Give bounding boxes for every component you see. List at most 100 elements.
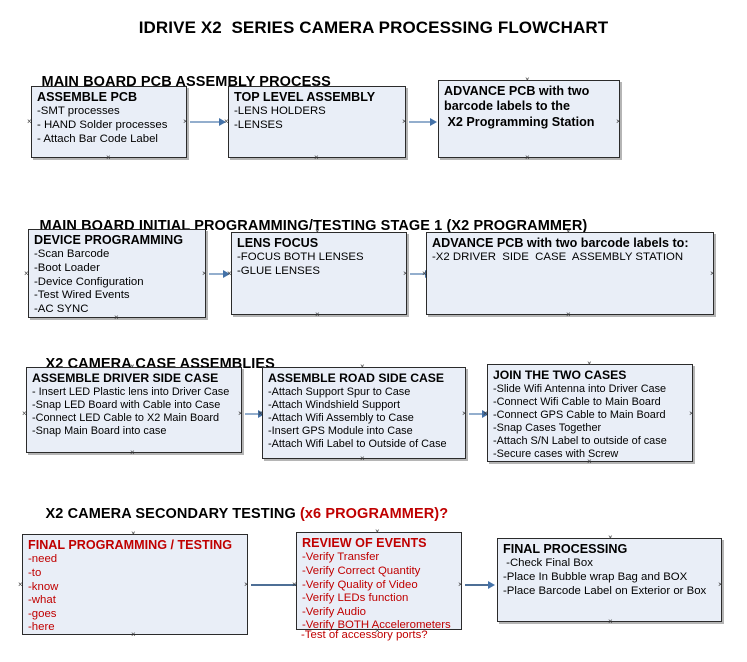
box-title: ASSEMBLE DRIVER SIDE CASE [32, 371, 219, 385]
box-review-of-events[interactable]: REVIEW OF EVENTS -Verify Transfer -Verif… [296, 532, 462, 632]
box-title: REVIEW OF EVENTS [302, 536, 427, 550]
box-assemble-pcb[interactable]: ASSEMBLE PCB -SMT processes - HAND Solde… [31, 86, 187, 158]
connection-handle-top[interactable] [114, 225, 119, 233]
connector-driver-side-to-road-side [245, 413, 260, 415]
box-line: -goes [28, 607, 57, 620]
connection-handle-bottom[interactable] [566, 311, 571, 319]
box-line: -LENSES [234, 118, 283, 131]
box-lens-focus[interactable]: LENS FOCUS -FOCUS BOTH LENSES -GLUE LENS… [231, 232, 407, 315]
box-title: LENS FOCUS [237, 236, 319, 250]
box-advance-pcb-to-x2-programming-station[interactable]: ADVANCE PCB with two barcode labels to t… [438, 80, 620, 158]
connection-handle-right[interactable] [244, 581, 249, 589]
connection-handle-right[interactable] [718, 581, 723, 589]
connector-arrowhead [488, 580, 495, 589]
box-final-programming-testing[interactable]: FINAL PROGRAMMING / TESTING -need -to -k… [22, 534, 248, 635]
box-line: -X2 DRIVER SIDE CASE ASSEMBLY STATION [432, 251, 684, 264]
connection-handle-top[interactable] [360, 363, 365, 371]
connector-review-of-events-to-final-processing [465, 584, 490, 586]
connection-handle-bottom[interactable] [587, 458, 592, 466]
connection-handle-top[interactable] [587, 360, 592, 368]
box-line: -Boot Loader [34, 261, 100, 274]
connection-handle-top[interactable] [314, 82, 319, 90]
connection-handle-left[interactable] [422, 270, 427, 278]
connection-handle-top[interactable] [106, 82, 111, 90]
connection-handle-left[interactable] [258, 410, 263, 418]
box-line: -Attach Windshield Support [268, 398, 400, 411]
connection-handle-bottom[interactable] [360, 455, 365, 463]
box-line: -Verify Transfer [302, 551, 380, 564]
connection-handle-right[interactable] [458, 581, 463, 589]
box-line: - Attach Bar Code Label [37, 132, 158, 145]
box-line: -here [28, 621, 55, 634]
connection-handle-top[interactable] [525, 76, 530, 84]
box-line: -know [28, 580, 59, 593]
box-line: -Verify LEDs function [302, 592, 409, 605]
box-title: JOIN THE TWO CASES [493, 368, 627, 382]
box-title: ADVANCE PCB with two [444, 84, 590, 98]
box-line: -what [28, 594, 56, 607]
box-top-level-assembly[interactable]: TOP LEVEL ASSEMBLY -LENS HOLDERS -LENSES [228, 86, 406, 158]
connection-handle-left[interactable] [227, 270, 232, 278]
connector-device-programming-to-lens-focus [209, 273, 225, 275]
box-assemble-road-side-case[interactable]: ASSEMBLE ROAD SIDE CASE -Attach Support … [262, 367, 466, 459]
box-line: -Place Barcode Label on Exterior or Box [503, 584, 707, 597]
connection-handle-bottom[interactable] [131, 631, 136, 639]
box-line: -need [28, 553, 58, 566]
connection-handle-bottom[interactable] [114, 314, 119, 322]
connector-arrowhead [430, 117, 437, 126]
box-final-processing[interactable]: FINAL PROCESSING -Check Final Box -Place… [497, 538, 722, 622]
box-line: -Place In Bubble wrap Bag and BOX [503, 570, 688, 583]
box-join-the-two-cases[interactable]: JOIN THE TWO CASES -Slide Wifi Antenna i… [487, 364, 693, 462]
connection-handle-bottom[interactable] [130, 449, 135, 457]
connection-handle-left[interactable] [24, 270, 29, 278]
box-line: - HAND Solder processes [37, 118, 168, 131]
connection-handle-right[interactable] [402, 118, 407, 126]
box-advance-pcb-to-driver-side-case-station[interactable]: ADVANCE PCB with two barcode labels to: … [426, 232, 714, 315]
connection-handle-top[interactable] [315, 228, 320, 236]
connection-handle-top[interactable] [375, 528, 380, 536]
box-line: -Attach Support Spur to Case [268, 385, 411, 398]
connection-handle-bottom[interactable] [608, 618, 613, 626]
connection-handle-top[interactable] [130, 363, 135, 371]
connector-final-programming-to-review-of-events [251, 584, 296, 586]
box-line: -Device Configuration [34, 275, 144, 288]
connection-handle-right[interactable] [403, 270, 408, 278]
connection-handle-top[interactable] [131, 530, 136, 538]
connection-handle-right[interactable] [616, 118, 621, 126]
connection-handle-right[interactable] [710, 270, 715, 278]
connection-handle-bottom[interactable] [315, 311, 320, 319]
box-line: -Verify Correct Quantity [302, 564, 421, 577]
section-header-accent: (x6 PROGRAMMER)? [299, 506, 449, 522]
box-line: -Check Final Box [503, 557, 593, 570]
connection-handle-left[interactable] [18, 581, 23, 589]
connection-handle-left[interactable] [224, 118, 229, 126]
connection-handle-bottom[interactable] [525, 154, 530, 162]
connection-handle-bottom[interactable] [314, 154, 319, 162]
box-assemble-driver-side-case[interactable]: ASSEMBLE DRIVER SIDE CASE - Insert LED P… [26, 367, 242, 453]
connection-handle-right[interactable] [238, 410, 243, 418]
box-line: -FOCUS BOTH LENSES [237, 251, 364, 264]
box-line: -Verify BOTH Accelerometers [302, 619, 451, 632]
box-line: -Attach Wifi Label to Outside of Case [268, 438, 447, 450]
box-device-programming[interactable]: DEVICE PROGRAMMING -Scan Barcode -Boot L… [28, 229, 206, 318]
box-line: -Test Wired Events [34, 289, 130, 302]
connection-handle-left[interactable] [22, 410, 27, 418]
connection-handle-right[interactable] [462, 410, 467, 418]
box-title: ADVANCE PCB with two barcode labels to: [432, 236, 689, 250]
box-title: FINAL PROGRAMMING / TESTING [28, 538, 233, 552]
connection-handle-left[interactable] [483, 410, 488, 418]
connector-arrowhead [219, 117, 226, 126]
connection-handle-bottom[interactable] [375, 627, 380, 635]
connection-handle-top[interactable] [566, 228, 571, 236]
box-line: -Secure cases with Screw [493, 448, 619, 461]
connection-handle-bottom[interactable] [106, 154, 111, 162]
box-title: TOP LEVEL ASSEMBLY [234, 90, 376, 104]
connection-handle-left[interactable] [27, 118, 32, 126]
connection-handle-right[interactable] [202, 270, 207, 278]
connection-handle-right[interactable] [689, 410, 694, 418]
box-title: FINAL PROCESSING [503, 542, 628, 556]
connection-handle-right[interactable] [183, 118, 188, 126]
box-line: - Insert LED Plastic lens into Driver Ca… [32, 385, 230, 398]
connection-handle-top[interactable] [608, 534, 613, 542]
connection-handle-left[interactable] [292, 581, 297, 589]
